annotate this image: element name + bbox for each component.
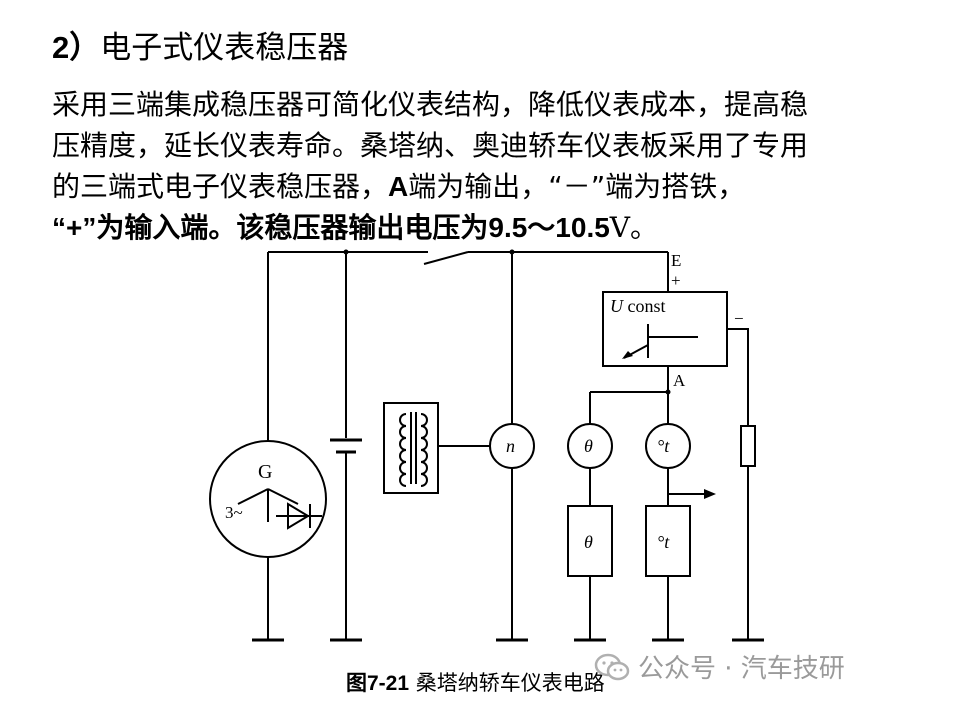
temp-arrow-head [704, 489, 716, 499]
quote-close-run: ”为输入端。该稳压器输出电压为 [82, 212, 489, 243]
generator-label: G [258, 461, 272, 483]
ground-resistor [740, 425, 756, 467]
terminal-minus-label: − [734, 309, 744, 328]
junction-dot [509, 249, 515, 255]
regulator-transistor [623, 324, 698, 359]
terminal-plus-label: + [671, 271, 681, 290]
transformer-core [410, 412, 417, 484]
terminal-e-label: E [671, 251, 681, 270]
section-heading: 2）电子式仪表稳压器 [52, 26, 348, 70]
text-run: 。 [630, 211, 659, 244]
generator-circle [209, 440, 327, 558]
quote-open: “ [52, 212, 66, 243]
junction-dot [343, 249, 349, 255]
watermark: 公众号 · 汽车技研 [594, 648, 845, 685]
fuel-sensor-label: θ [584, 532, 593, 552]
transistor-arrow-head [622, 351, 633, 359]
ground-wire-top [727, 328, 749, 426]
pulse-transformer [383, 402, 439, 494]
junction-dot [665, 389, 671, 395]
transformer-coil-left [399, 413, 407, 487]
section-title: 电子式仪表稳压器 [100, 30, 349, 66]
body-paragraph: 采用三端集成稳压器可简化仪表结构，降低仪表成本，提高稳 压精度，延长仪表寿命。桑… [52, 84, 932, 248]
temp-sensor-label: °t [657, 532, 670, 552]
regulator-u: U [610, 296, 624, 316]
regulator-label: U const [610, 296, 666, 316]
section-number: 2） [52, 30, 101, 65]
fuel-meter-label: θ [584, 436, 593, 456]
voltage-unit: V [609, 211, 631, 244]
figure-caption: 图7-21 桑塔纳轿车仪表电路 [346, 668, 605, 699]
paragraph-line-4: “+”为输入端。该稳压器输出电压为9.5～10.5V。 [52, 207, 932, 248]
regulator-const: const [623, 296, 666, 316]
paragraph-line-3: 的三端式电子仪表稳压器，A端为输出，“－”端为搭铁， [52, 166, 932, 207]
plus-text: + [66, 212, 83, 243]
figure-title: 桑塔纳轿车仪表电路 [409, 671, 605, 695]
wechat-icon [594, 653, 630, 680]
generator-star-winding [237, 488, 299, 522]
text-run: 的三端式电子仪表稳压器， [52, 170, 389, 203]
temp-meter-label: °t [657, 436, 670, 456]
text-run: 端为输出，“－”端为搭铁， [408, 170, 746, 203]
phase-label: 3~ [225, 503, 243, 522]
ignition-switch [423, 251, 469, 265]
figure-number: 图7-21 [346, 672, 410, 695]
terminal-a-label: A [673, 371, 686, 390]
paragraph-line-2: 压精度，延长仪表寿命。桑塔纳、奥迪轿车仪表板采用了专用 [52, 129, 809, 162]
diode-symbol [276, 502, 322, 530]
terminal-a-text: A [388, 171, 409, 202]
transformer-coil-right [420, 413, 428, 487]
paragraph-line-1: 采用三端集成稳压器可简化仪表结构，降低仪表成本，提高稳 [52, 88, 809, 121]
rpm-meter-label: n [506, 436, 515, 456]
voltage-range: 9.5～10.5 [488, 212, 610, 243]
watermark-text: 公众号 · 汽车技研 [638, 654, 845, 684]
